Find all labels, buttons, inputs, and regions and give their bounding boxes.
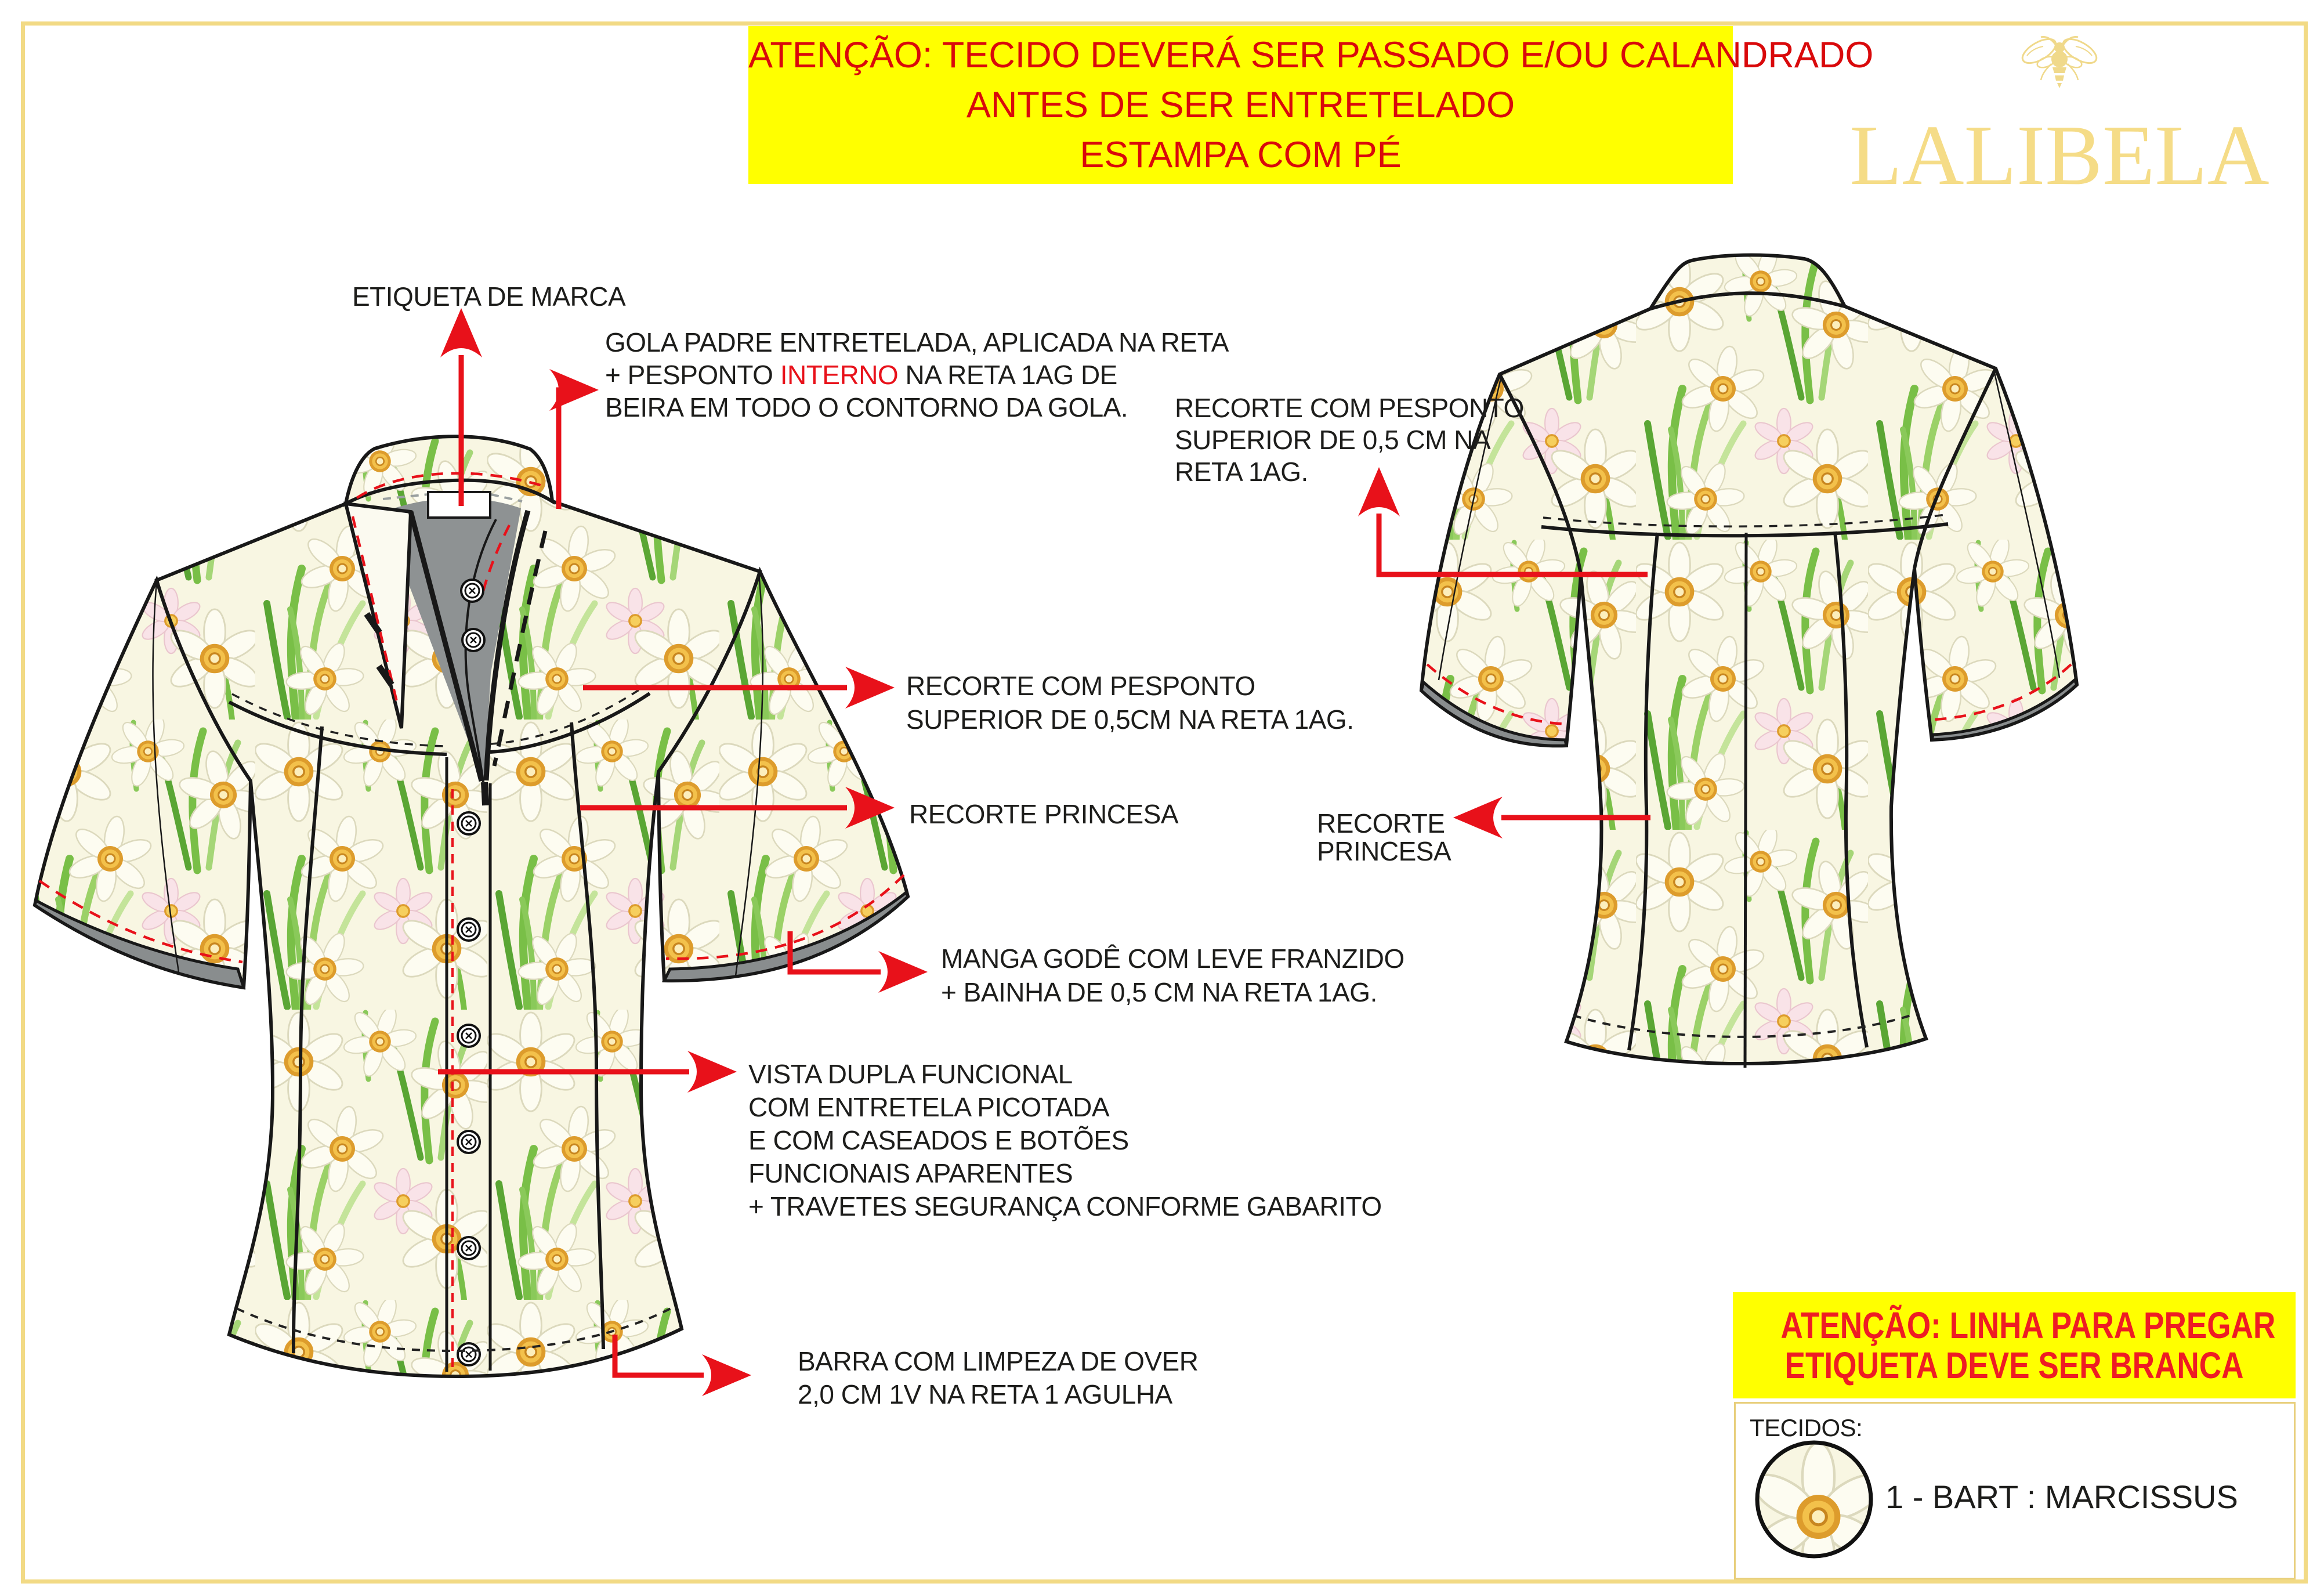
label-gola-padre: GOLA PADRE ENTRETELADA, APLICADA NA RETA…	[605, 327, 1229, 422]
front-view-drawing	[32, 435, 910, 1379]
label-recorte-princesa-costas: RECORTE PRINCESA	[1317, 808, 1451, 866]
label-recorte-pesponto-costas: RECORTE COM PESPONTO SUPERIOR DE 0,5 CM …	[1175, 393, 1524, 487]
footer-warning-line-1: ATENÇÃO: LINHA PARA PREGAR	[1780, 1304, 2276, 1346]
banner-line-2: ANTES DE SER ENTRETELADO	[966, 85, 1515, 125]
bee-icon	[2021, 36, 2098, 88]
brand-name: LALIBELA	[1849, 108, 2269, 203]
banner-line-1: ATENÇÃO: TECIDO DEVERÁ SER PASSADO E/OU …	[748, 35, 1874, 75]
footer-warning-box: ATENÇÃO: LINHA PARA PREGAR ETIQUETA DEVE…	[1733, 1292, 2296, 1398]
label-recorte-princesa-frente: RECORTE PRINCESA	[909, 799, 1179, 829]
fabric-item: 1 - BART : MARCISSUS	[1885, 1478, 2238, 1515]
label-manga-gode: MANGA GODÊ COM LEVE FRANZIDO + BAINHA DE…	[941, 943, 1404, 1007]
back-view-drawing	[1419, 253, 2079, 1068]
banner-line-3: ESTAMPA COM PÉ	[1080, 135, 1402, 175]
label-vista-dupla: VISTA DUPLA FUNCIONAL COM ENTRETELA PICO…	[748, 1059, 1382, 1221]
fabrics-label: TECIDOS:	[1750, 1414, 1863, 1441]
label-barra: BARRA COM LIMPEZA DE OVER 2,0 CM 1V NA R…	[798, 1346, 1199, 1409]
footer-warning-line-2: ETIQUETA DEVE SER BRANCA	[1784, 1344, 2244, 1386]
top-warning-banner: ATENÇÃO: TECIDO DEVERÁ SER PASSADO E/OU …	[748, 26, 1874, 184]
page-border	[21, 21, 2308, 1584]
brand-logo: LALIBELA	[1827, 35, 2292, 205]
label-etiqueta-de-marca: ETIQUETA DE MARCA	[352, 281, 626, 312]
fabric-swatch	[1755, 1440, 1873, 1559]
fabrics-box: TECIDOS: 1 - BART : MARCISSUS	[1734, 1402, 2296, 1579]
label-recorte-pesponto-frente: RECORTE COM PESPONTO SUPERIOR DE 0,5CM N…	[906, 671, 1354, 735]
